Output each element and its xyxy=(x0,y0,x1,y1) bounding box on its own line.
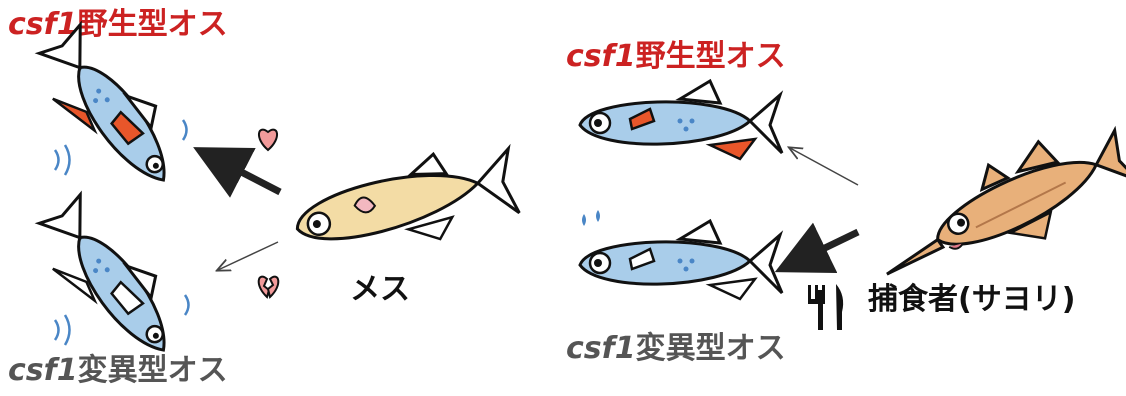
female-label: メス xyxy=(350,272,410,307)
weak-preference-arrow xyxy=(218,241,279,270)
gene-name: csf1 xyxy=(8,353,78,388)
gene-name: csf1 xyxy=(566,331,636,366)
right-wildtype-male-fish xyxy=(578,78,784,161)
right-wildtype-label: csf1野生型オス xyxy=(566,42,786,72)
label-suffix: 変異型オス xyxy=(635,331,786,366)
female-fish xyxy=(295,143,521,241)
heart-icon xyxy=(258,128,278,152)
gene-name: csf1 xyxy=(566,39,636,74)
strong-preference-arrow xyxy=(193,147,282,198)
gene-name: csf1 xyxy=(8,7,78,42)
label-suffix: 野生型オス xyxy=(77,7,228,42)
right-mutant-male-fish xyxy=(578,218,784,301)
left-wildtype-motion-lines xyxy=(53,119,188,176)
right-mutant-label: csf1変異型オス xyxy=(566,334,786,364)
weak-predation-arrow xyxy=(790,148,859,186)
broken-heart-icon xyxy=(257,275,280,299)
label-suffix: 変異型オス xyxy=(77,353,228,388)
left-wildtype-label: csf1野生型オス xyxy=(8,10,228,40)
water-drop-icon xyxy=(582,210,600,226)
strong-predation-arrow xyxy=(774,222,860,274)
label-suffix: 野生型オス xyxy=(635,39,786,74)
left-mutant-motion-lines xyxy=(53,294,190,346)
left-wildtype-male-fish xyxy=(34,20,166,182)
predator-halfbeak-fish xyxy=(886,125,1126,276)
predator-label: 捕食者(サヨリ) xyxy=(868,282,1076,317)
fork-knife-icon xyxy=(808,284,844,330)
left-mutant-male-fish xyxy=(34,190,166,352)
left-mutant-label: csf1変異型オス xyxy=(8,356,228,386)
